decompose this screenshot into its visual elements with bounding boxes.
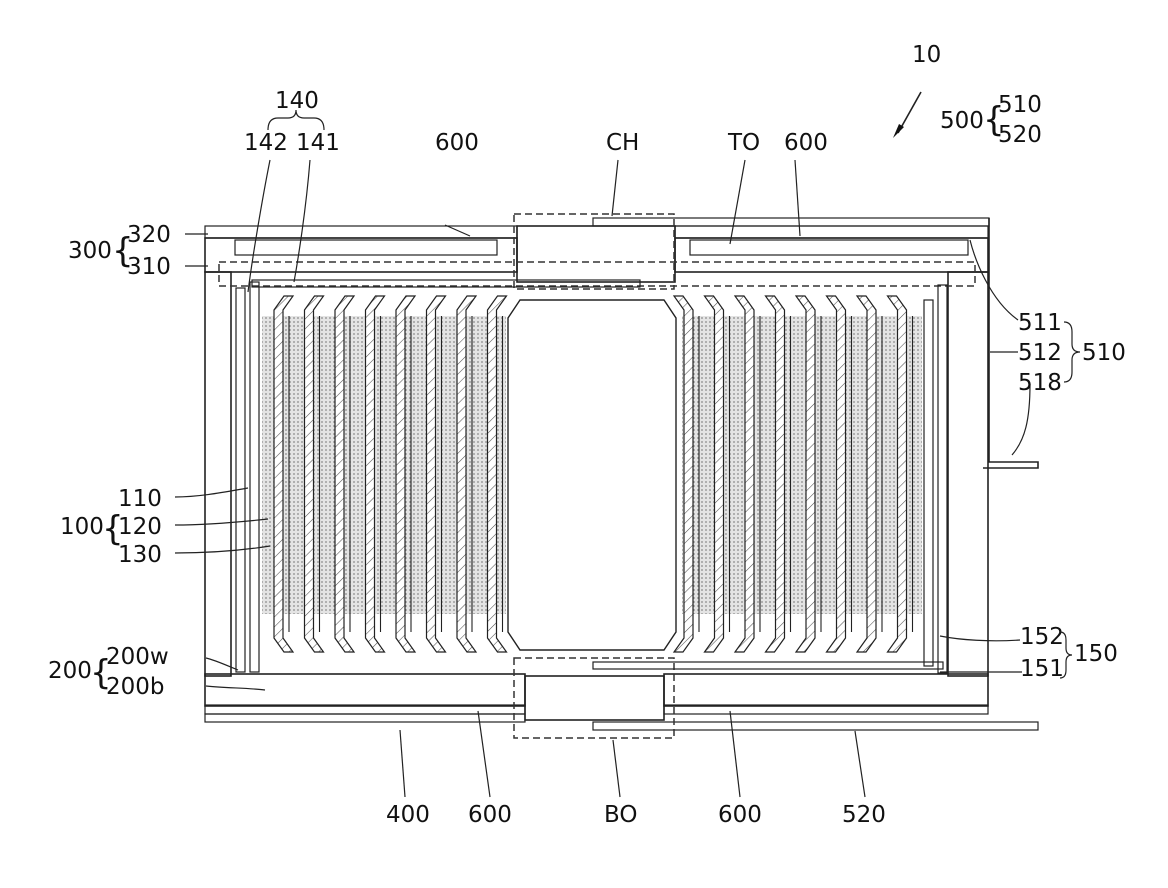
label-511: 511: [1018, 310, 1062, 336]
label-142: 142: [244, 130, 288, 156]
label-520-bottom: 520: [842, 802, 886, 828]
housing-wall-left: [205, 272, 231, 676]
label-518: 518: [1018, 370, 1062, 396]
housing-bottom-200b-right: [664, 674, 988, 706]
label-to: TO: [727, 130, 760, 156]
housing-bottom-200b: [205, 674, 525, 706]
label-110: 110: [118, 486, 162, 512]
label-510-top: 510: [998, 92, 1042, 118]
active-material-left: [262, 316, 506, 614]
side-tab-left: [236, 288, 245, 672]
label-520-top: 520: [998, 122, 1042, 148]
insulation-600-top-right: [690, 240, 968, 255]
label-152: 152: [1020, 624, 1064, 650]
lead-152: [924, 300, 933, 666]
label-120: 120: [118, 514, 162, 540]
label-500: 500: [940, 108, 984, 134]
lead-142: [250, 282, 259, 672]
label-151: 151: [1020, 656, 1064, 682]
brace-510-right: [1064, 322, 1080, 382]
center-bottom-block: [525, 676, 664, 720]
label-130: 130: [118, 542, 162, 568]
cover-layer-320-right: [675, 226, 988, 238]
electrode-assembly-100: [262, 296, 922, 652]
label-310: 310: [127, 254, 171, 280]
label-140: 140: [275, 88, 319, 114]
center-top-block: [517, 226, 675, 282]
label-150: 150: [1074, 641, 1118, 667]
electrode-plate-right-0: [674, 296, 693, 652]
region-bo: [514, 658, 674, 738]
label-100: 100: [60, 514, 104, 540]
label-300: 300: [68, 238, 112, 264]
label-ch: CH: [606, 130, 639, 156]
label-200w: 200w: [106, 644, 169, 670]
label-141: 141: [296, 130, 340, 156]
bottom-terminal-520: [593, 722, 1038, 730]
label-400: 400: [386, 802, 430, 828]
label-200: 200: [48, 658, 92, 684]
label-600-top-right: 600: [784, 130, 828, 156]
label-600-bottom-left: 600: [468, 802, 512, 828]
label-510-right: 510: [1082, 340, 1126, 366]
side-tab-right: [938, 285, 947, 673]
collector-plate-151: [593, 662, 943, 669]
label-200b: 200b: [106, 674, 165, 700]
bottom-plate-400: [205, 714, 525, 722]
label-600-top-left: 600: [435, 130, 479, 156]
label-320: 320: [127, 222, 171, 248]
housing-wall-right: [948, 272, 988, 676]
center-core: [508, 300, 676, 650]
label-600-bottom-right: 600: [718, 802, 762, 828]
insulation-600-top-left: [235, 240, 497, 255]
label-512: 512: [1018, 340, 1062, 366]
top-terminal-511: [593, 218, 989, 226]
cover-layer-320: [205, 226, 517, 238]
label-10: 10: [912, 42, 941, 68]
label-bo: BO: [604, 802, 637, 828]
